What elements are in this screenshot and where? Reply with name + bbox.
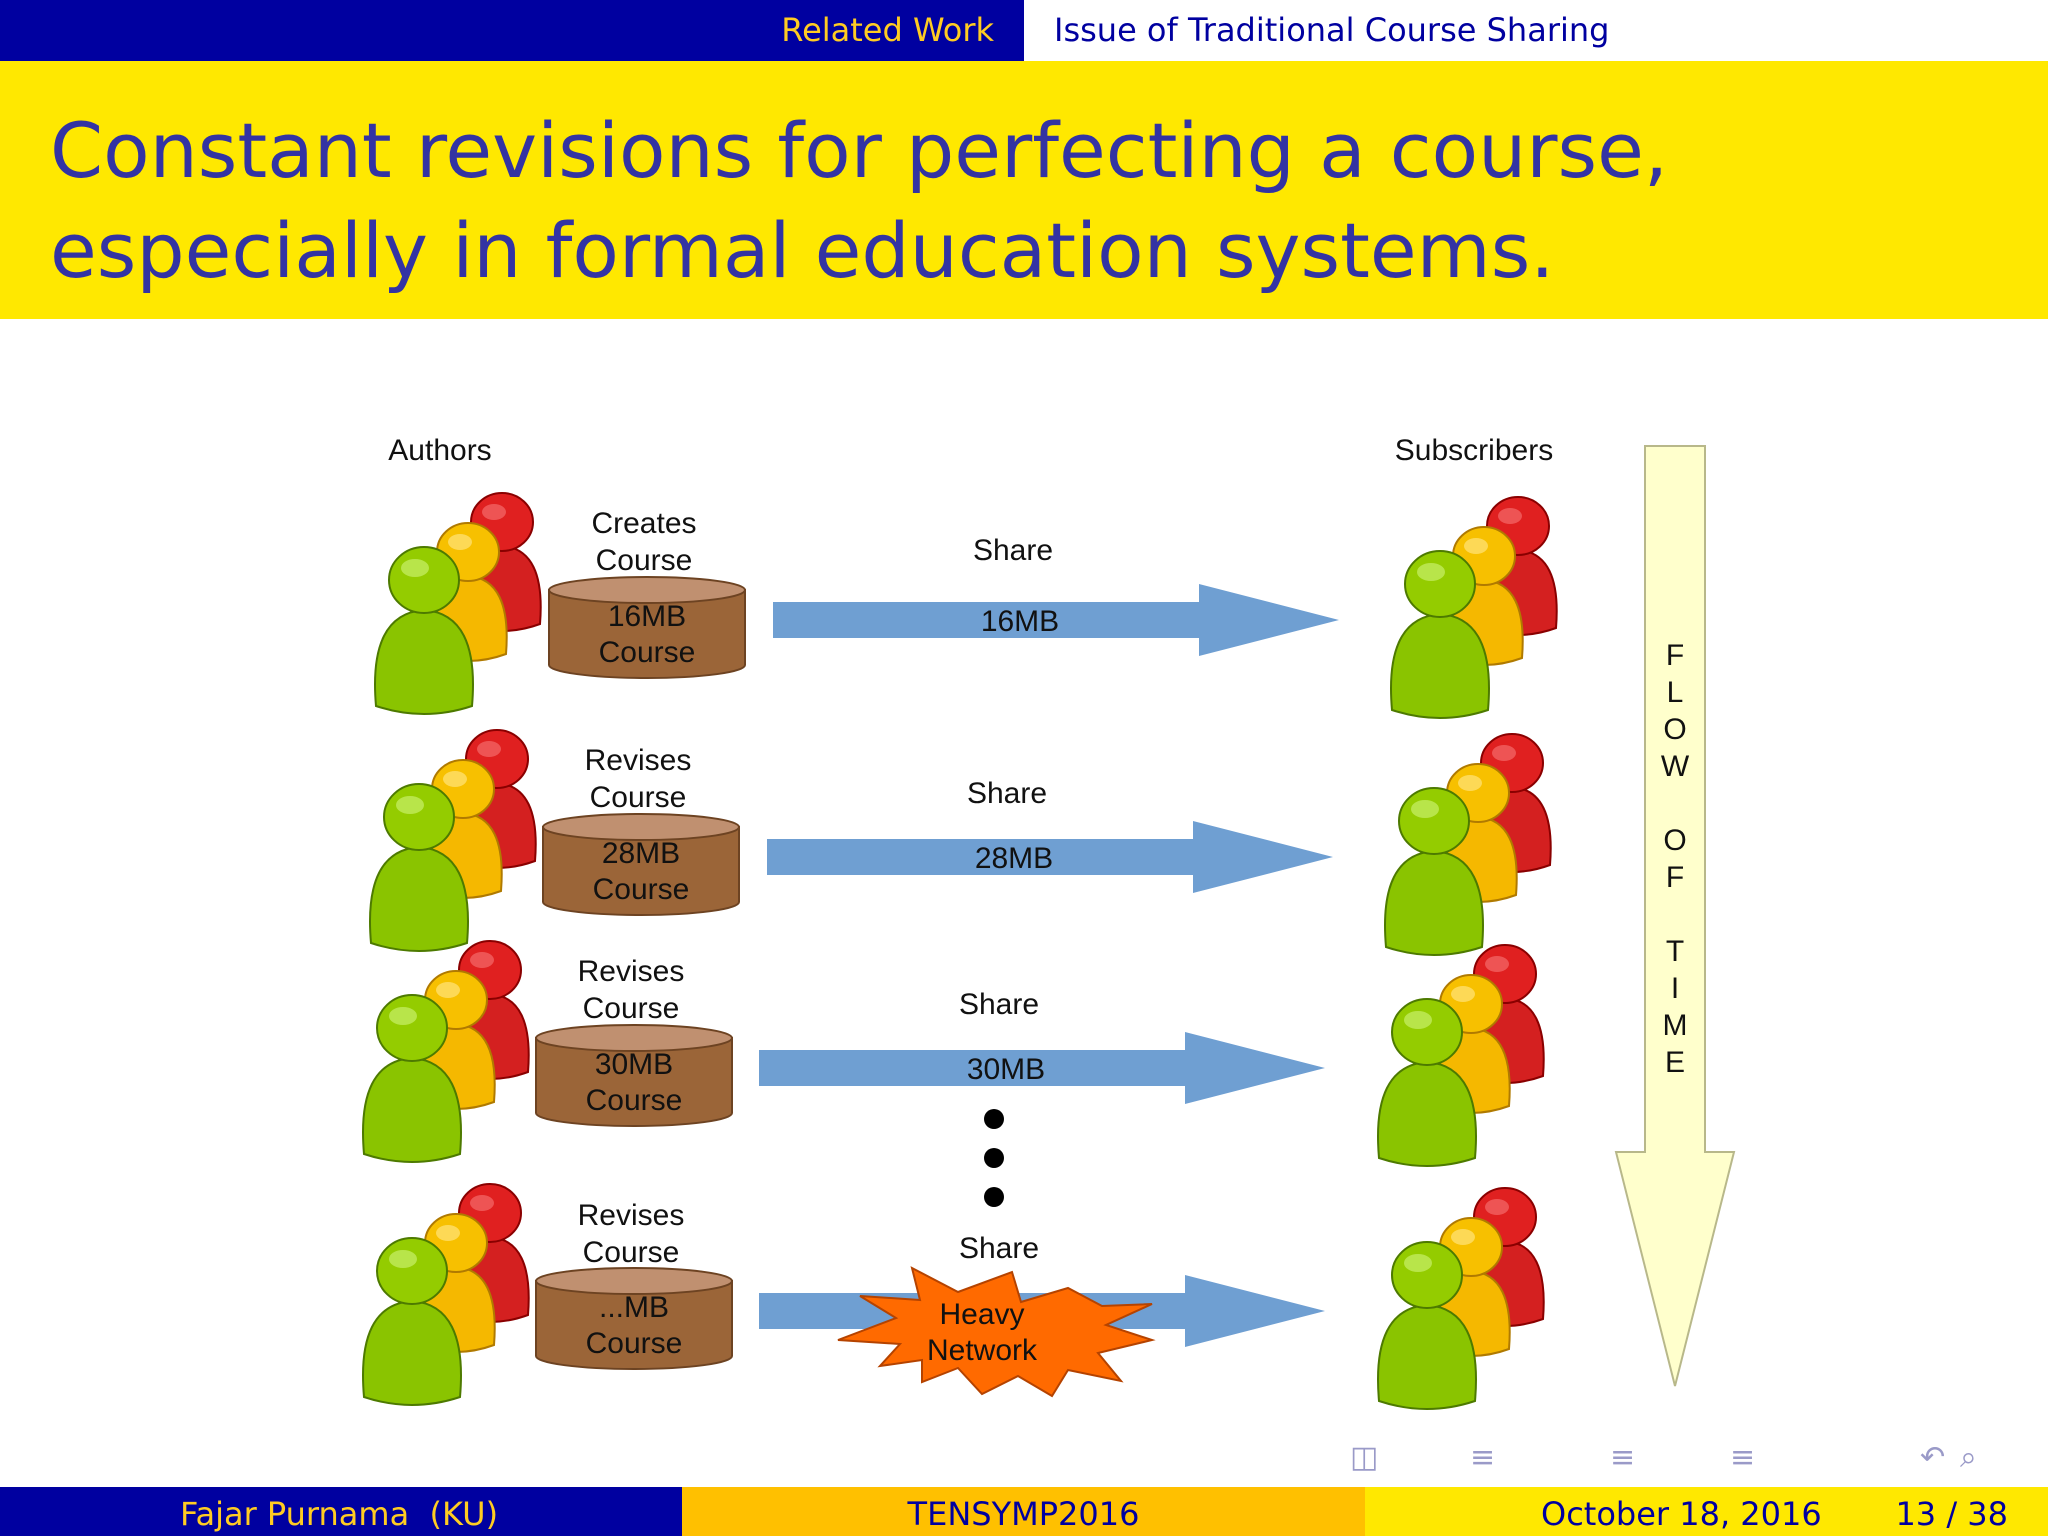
flow-letter: F bbox=[1666, 639, 1684, 672]
db-label-line1: ...MB bbox=[599, 1291, 669, 1324]
share-label: Share bbox=[959, 1232, 1039, 1265]
share-arrow-label: 30MB bbox=[967, 1053, 1045, 1086]
beamer-nav-controls: ◫ ≡ ≡ ≡ ↶ ⌕ bbox=[1320, 1440, 2020, 1480]
flow-of-time-label: F L O W O F T I M E bbox=[1661, 639, 1690, 1079]
flow-letter: T bbox=[1666, 935, 1684, 968]
subscribers-label: Subscribers bbox=[1395, 434, 1553, 467]
flow-letter: W bbox=[1661, 750, 1690, 783]
row-action-line2: Course bbox=[596, 544, 693, 577]
diagram-row-4: Revises Course ...MB Course Share Heavy … bbox=[363, 1184, 1544, 1409]
share-arrow-label: 16MB bbox=[981, 605, 1059, 638]
flow-letter: F bbox=[1666, 861, 1684, 894]
row-action-line1: Revises bbox=[578, 1199, 685, 1232]
footer-page-number: 13 / 38 bbox=[1895, 1495, 2008, 1533]
subscriber-group-icon bbox=[1391, 497, 1557, 718]
nav-section-cell: Related Work bbox=[0, 0, 1024, 61]
frame-title: Constant revisions for perfecting a cour… bbox=[50, 106, 1669, 295]
share-arrow bbox=[773, 584, 1339, 656]
author-group-icon bbox=[363, 941, 529, 1162]
footer-bar: Fajar Purnama (KU) TENSYMP2016 October 1… bbox=[0, 1487, 2048, 1536]
burst-label-line1: Heavy bbox=[939, 1298, 1024, 1331]
author-group-icon bbox=[370, 730, 536, 951]
footer-date: October 18, 2016 bbox=[1541, 1495, 1822, 1533]
row-action-line2: Course bbox=[583, 992, 680, 1025]
row-action-line1: Revises bbox=[578, 955, 685, 988]
flow-letter: O bbox=[1663, 824, 1686, 857]
diagram-row-1: Creates Course 16MB Course Share 16MB bbox=[375, 493, 1557, 718]
subscriber-group-icon bbox=[1378, 1188, 1544, 1409]
course-database-icon bbox=[535, 1267, 733, 1370]
db-label-line2: Course bbox=[593, 873, 690, 906]
section-nav-icon[interactable]: ≡ bbox=[1610, 1440, 1636, 1475]
diagram-row-2: Revises Course 28MB Course Share 28MB bbox=[370, 730, 1551, 955]
share-arrow bbox=[759, 1032, 1325, 1104]
subsection-nav-icon[interactable]: ≡ bbox=[1470, 1440, 1496, 1475]
ellipsis-dots-icon bbox=[984, 1109, 1004, 1207]
row-action-line1: Creates bbox=[591, 507, 696, 540]
diagram-row-3: Revises Course 30MB Course Share 30MB bbox=[363, 941, 1544, 1166]
course-database-icon bbox=[548, 576, 746, 679]
db-label-line2: Course bbox=[599, 636, 696, 669]
flow-of-time-arrow bbox=[1614, 445, 1736, 1387]
db-label-line1: 28MB bbox=[602, 837, 680, 870]
db-label-line1: 16MB bbox=[608, 600, 686, 633]
author-group-icon bbox=[363, 1184, 529, 1405]
course-database-icon bbox=[535, 1024, 733, 1127]
subscriber-group-icon bbox=[1378, 945, 1544, 1166]
search-icon[interactable]: ↶ bbox=[1920, 1440, 1946, 1475]
share-label: Share bbox=[967, 777, 1047, 810]
footer-date-cell: October 18, 2016 13 / 38 bbox=[1365, 1487, 2048, 1536]
db-label-line2: Course bbox=[586, 1084, 683, 1117]
flow-letter: I bbox=[1671, 972, 1679, 1005]
share-label: Share bbox=[973, 534, 1053, 567]
heavy-network-burst-icon bbox=[837, 1266, 1156, 1398]
row-action-line2: Course bbox=[590, 781, 687, 814]
flow-letter: L bbox=[1667, 676, 1684, 709]
burst-label-line2: Network bbox=[927, 1334, 1038, 1367]
row-action-line2: Course bbox=[583, 1236, 680, 1269]
document-nav-icon[interactable]: ≡ bbox=[1730, 1440, 1756, 1475]
frame-title-bar: Constant revisions for perfecting a cour… bbox=[0, 61, 2048, 319]
zoom-icon[interactable]: ⌕ bbox=[1960, 1440, 1977, 1475]
footer-author: Fajar Purnama (KU) bbox=[180, 1495, 499, 1533]
footer-conference-cell: TENSYMP2016 bbox=[682, 1487, 1365, 1536]
footer-conference: TENSYMP2016 bbox=[907, 1495, 1140, 1533]
flow-letter: E bbox=[1665, 1046, 1685, 1079]
row-action-line1: Revises bbox=[585, 744, 692, 777]
subscriber-group-icon bbox=[1385, 734, 1551, 955]
nav-section-link[interactable]: Related Work bbox=[781, 11, 994, 49]
footer-author-cell: Fajar Purnama (KU) bbox=[0, 1487, 682, 1536]
nav-subsection-cell: Issue of Traditional Course Sharing bbox=[1024, 0, 2048, 61]
section-nav-bar: Related Work Issue of Traditional Course… bbox=[0, 0, 2048, 61]
flow-letter: M bbox=[1663, 1009, 1688, 1042]
share-label: Share bbox=[959, 988, 1039, 1021]
frame-nav-icon[interactable]: ◫ bbox=[1350, 1440, 1379, 1475]
db-label-line1: 30MB bbox=[595, 1048, 673, 1081]
share-arrow bbox=[767, 821, 1333, 893]
author-group-icon bbox=[375, 493, 541, 714]
course-database-icon bbox=[542, 813, 740, 916]
db-label-line2: Course bbox=[586, 1327, 683, 1360]
share-arrow-label: 28MB bbox=[975, 842, 1053, 875]
flow-letter: O bbox=[1663, 713, 1686, 746]
nav-subsection-link[interactable]: Issue of Traditional Course Sharing bbox=[1054, 11, 1610, 49]
authors-label: Authors bbox=[388, 434, 491, 467]
